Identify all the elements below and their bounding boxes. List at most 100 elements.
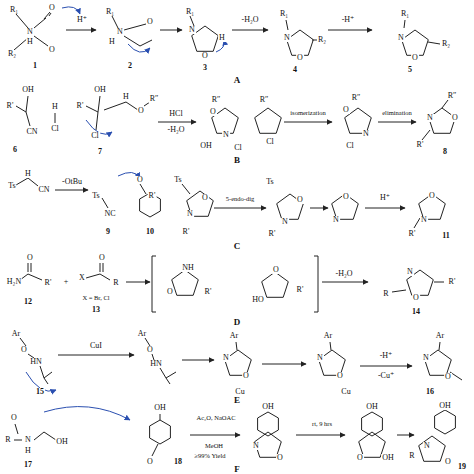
atom-label: O	[209, 108, 217, 116]
atom-label: R″	[149, 95, 160, 103]
atom-label: R₁	[279, 10, 289, 18]
atom-label: CN	[25, 128, 38, 136]
atom-label: N	[24, 436, 32, 444]
atom-label: O	[26, 254, 34, 262]
reaction-condition: rt, 9 hrs	[311, 421, 333, 428]
atom-label: N	[222, 354, 230, 362]
atom-label: -OtBu	[61, 178, 83, 186]
atom-label: R₂	[317, 36, 327, 44]
atom-label: O	[98, 254, 106, 262]
atom-label: Ar	[229, 332, 239, 340]
compound-number: 16	[425, 388, 435, 396]
compound-number: 15	[35, 388, 45, 396]
atom-label: R	[4, 436, 11, 444]
atom-label: O	[342, 106, 350, 114]
atom-label: N	[222, 131, 230, 139]
atom-label: N	[420, 216, 428, 224]
atom-label: X	[78, 274, 86, 282]
compound-number: 17	[23, 461, 33, 469]
atom-label: O	[48, 4, 56, 12]
atom-label: HO	[251, 296, 265, 304]
atom-label: H	[24, 170, 32, 178]
atom-label: O	[296, 54, 304, 62]
atom-label: R'	[204, 288, 213, 296]
atom-label: O	[356, 454, 364, 462]
atom-label: NC	[103, 210, 116, 218]
atom-label: OH	[261, 403, 275, 411]
atom-label: OH	[153, 404, 167, 412]
atom-label: O	[136, 176, 144, 184]
atom-label: O	[276, 454, 284, 462]
atom-label: Ts	[91, 192, 100, 200]
compound-number: 12	[23, 298, 33, 306]
atom-label: N	[397, 34, 405, 42]
atom-label: -Cu⁺	[377, 372, 395, 380]
atom-label: H	[122, 93, 130, 101]
atom-label: R₂	[7, 50, 17, 58]
atom-label: N	[422, 354, 430, 362]
compound-number: 14	[411, 308, 421, 316]
atom-label: OH	[365, 403, 379, 411]
panel-letter: B	[233, 156, 241, 165]
atom-label: Ar	[323, 332, 333, 340]
atom-label: N	[186, 210, 194, 218]
atom-label: R	[408, 452, 415, 460]
atom-label: R₁	[185, 8, 195, 16]
bond-lines	[14, 12, 462, 461]
atom-label: R'	[296, 286, 305, 294]
atom-label: N	[281, 218, 289, 226]
atom-label: Cl	[233, 144, 243, 152]
atom-label: O	[201, 194, 209, 202]
atom-label: N	[362, 130, 370, 138]
atom-label: O	[451, 114, 459, 122]
atom-label: N	[332, 216, 340, 224]
atom-label: R'	[182, 228, 191, 236]
atom-label: OH	[21, 86, 35, 94]
atom-label: O	[242, 372, 250, 380]
atom-label: Cl	[90, 132, 100, 140]
reaction-condition: ≥99% Yield	[194, 453, 227, 460]
reaction-condition: isomerization	[289, 110, 326, 117]
atom-label: R'	[416, 141, 425, 149]
atom-label: O	[412, 294, 420, 302]
atom-label: O	[428, 192, 436, 200]
compound-number: 1	[32, 62, 38, 70]
atom-label: OH	[438, 402, 452, 410]
atom-label: Ar	[11, 330, 21, 338]
atom-label: N	[252, 442, 260, 450]
compound-number: 8	[442, 148, 448, 156]
electron-push-arrows	[26, 7, 224, 420]
reaction-condition: 5-endo-dig	[225, 196, 256, 203]
atom-label: H	[26, 38, 34, 46]
atom-label: R″	[351, 94, 362, 102]
atom-label: -H₂O	[240, 16, 259, 24]
reaction-arrows	[55, 30, 416, 435]
atom-label: -H⁺	[341, 16, 356, 24]
atom-label: O	[20, 346, 28, 354]
atom-label: R'	[268, 230, 277, 238]
atom-label: Ar	[137, 330, 147, 338]
reaction-condition: X = Br, Cl	[81, 295, 110, 302]
atom-label: O	[342, 193, 350, 201]
reaction-condition: MeOH	[204, 443, 224, 450]
atom-label: O	[201, 52, 209, 60]
compound-number: 18	[173, 458, 183, 466]
atom-label: Ts	[7, 182, 16, 190]
panel-letter: A	[233, 76, 242, 85]
atom-label: N	[423, 442, 431, 450]
atom-label: O	[166, 288, 174, 296]
compound-number: 11	[441, 232, 451, 240]
atom-label: Ts	[265, 178, 274, 186]
atom-label: Ar	[435, 332, 445, 340]
atom-label: H⁺	[76, 16, 88, 24]
panel-letter: E	[233, 396, 241, 405]
atom-label: O	[146, 18, 154, 26]
atom-label: R'	[148, 192, 157, 200]
atom-label: O	[146, 346, 154, 354]
compound-number: 5	[407, 66, 413, 74]
compound-number: 4	[292, 66, 298, 74]
atom-label: OH	[381, 454, 395, 462]
atom-label: O	[444, 373, 452, 381]
compound-number: 19	[457, 463, 467, 471]
atom-label: N	[26, 28, 34, 36]
